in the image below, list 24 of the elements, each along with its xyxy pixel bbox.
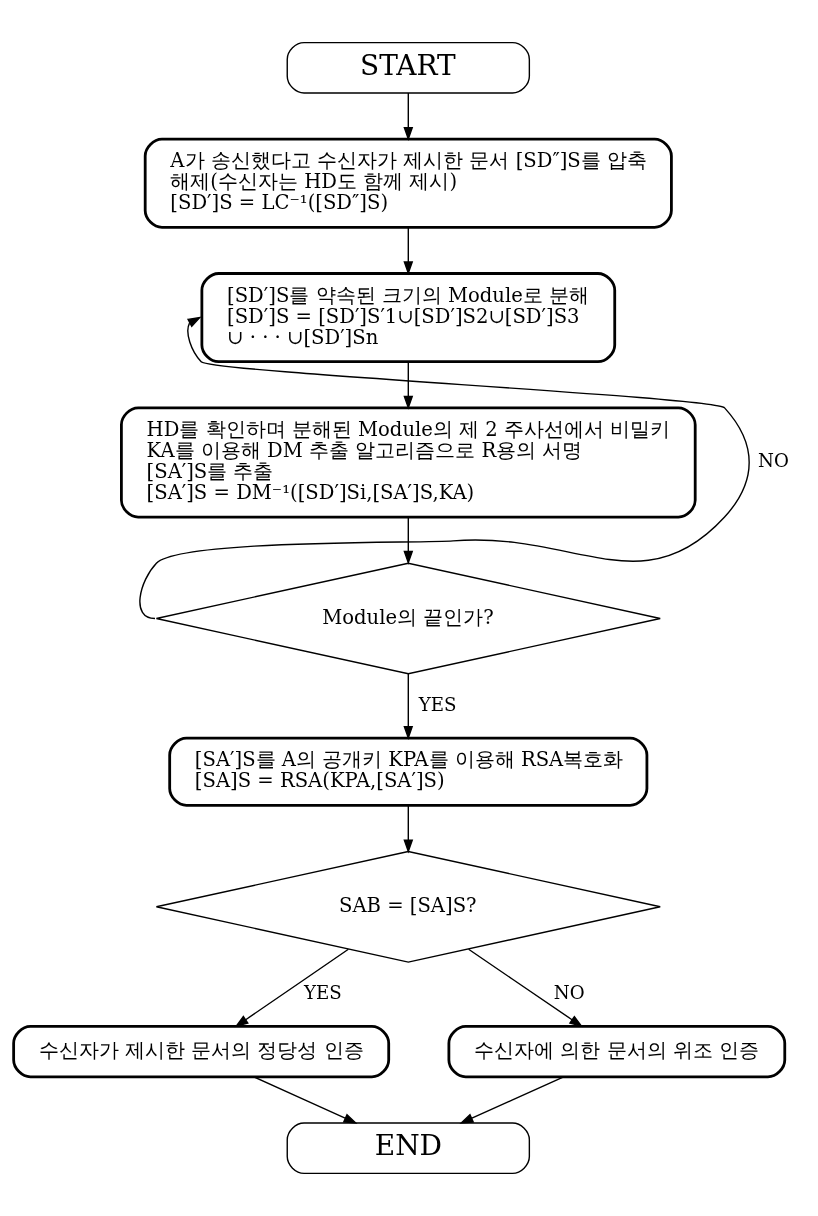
arrow bbox=[403, 516, 414, 565]
arrow bbox=[459, 1076, 565, 1124]
arrow bbox=[253, 1076, 358, 1124]
node-box: START bbox=[286, 41, 531, 94]
node-diamond: Module의 끝인가? bbox=[155, 562, 661, 675]
arrow bbox=[467, 948, 584, 1028]
node-box: HD를 확인하며 분해된 Module의 제 2 주사선에서 비밀키 KA를 이용해 DM 추출 알고리즘으로 R용의 서명 [SA′]S를 추출 [SA′]S = DM⁻¹([SD′]Si,[SA′]S,KA) bbox=[120, 406, 697, 519]
node-box: 수신자에 의한 문서의 위조 인증 bbox=[447, 1025, 787, 1079]
edge-label: YES bbox=[303, 982, 342, 1004]
arrow bbox=[403, 805, 414, 854]
arrow bbox=[403, 673, 414, 740]
node-box: A가 송신했다고 수신자가 제시한 문서 [SD″]S를 압축 해제(수신자는 HD도 함께 제시) [SD′]S = LC⁻¹([SD″]S) bbox=[143, 137, 673, 229]
arrow bbox=[234, 948, 350, 1028]
arrow bbox=[403, 92, 414, 141]
node-box: [SD′]S를 약속된 크기의 Module로 분해 [SD′]S = [SD′]S′1∪[SD′]S2∪[SD′]S3 ∪ · · · ∪[SD′]Sn bbox=[200, 272, 617, 364]
edge-label: YES bbox=[418, 693, 457, 715]
arrow bbox=[403, 361, 414, 410]
edge-label: NO bbox=[758, 450, 789, 472]
node-box: [SA′]S를 A의 공개키 KPA를 이용해 RSA복호화 [SA]S = RSA(KPA,[SA′]S) bbox=[168, 736, 649, 807]
node-box: END bbox=[286, 1122, 531, 1175]
node-diamond: SAB = [SA]S? bbox=[155, 850, 661, 963]
edge-label: NO bbox=[553, 982, 585, 1004]
node-box: 수신자가 제시한 문서의 정당성 인증 bbox=[12, 1025, 391, 1079]
arrow bbox=[139, 316, 750, 620]
